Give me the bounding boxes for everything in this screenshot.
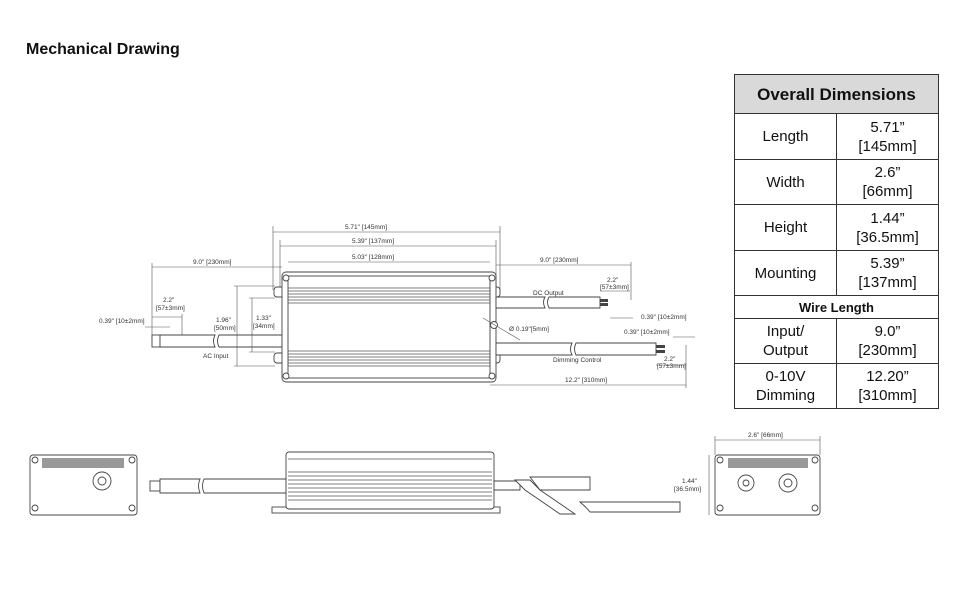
end-height-mm: [36.5mm] <box>674 486 701 493</box>
table-row: Width 2.6” [66mm] <box>734 159 939 205</box>
dim-mounting-length: 5.39" [137mm] <box>352 238 394 245</box>
ac-strip-in: 2.2" <box>163 297 175 304</box>
dim-body-length: 5.03" [128mm] <box>352 254 394 261</box>
table-row: Length 5.71”[145mm] <box>734 113 939 160</box>
table-header: Overall Dimensions <box>734 74 939 114</box>
value-in: 9.0” <box>874 323 901 340</box>
table-row: Input/Output 9.0” [230mm] <box>734 318 939 364</box>
value-mm: [230mm] <box>858 342 917 359</box>
dc-output-label: DC Output <box>533 290 564 297</box>
end-width: 2.6" [66mm] <box>748 432 783 439</box>
overall-dimensions-table: Overall Dimensions Length 5.71”[145mm] W… <box>734 74 939 409</box>
dim-dimming-wire: 12.2" [310mm] <box>565 377 607 384</box>
dim-ac-wire: 9.0" [230mm] <box>193 259 232 266</box>
ac-strip-end: 0.39" [10±2mm] <box>99 318 145 325</box>
ac-input-label: AC Input <box>203 353 228 360</box>
side-view <box>149 451 681 515</box>
value-mm: [310mm] <box>858 387 917 404</box>
row-value: 12.20” [310mm] <box>836 363 939 409</box>
label-line: Input/ <box>766 323 805 340</box>
value-in: 5.71” <box>870 118 905 136</box>
label-line: Dimming <box>755 387 816 404</box>
row-label: Mounting <box>734 250 837 296</box>
end-height-in: 1.44" <box>682 478 698 485</box>
value-in: 5.39” <box>870 255 905 272</box>
dim-strip-in: 2.2" <box>664 356 676 363</box>
value-in: 2.6” <box>874 164 901 181</box>
table-row: 0-10V Dimming 12.20” [310mm] <box>734 363 939 409</box>
height-mount-in: 1.33" <box>256 315 272 322</box>
row-label: Width <box>734 159 837 205</box>
row-label: 0-10V Dimming <box>734 363 837 409</box>
page-title: Mechanical Drawing <box>26 41 180 58</box>
value-mm: [36.5mm] <box>856 228 919 246</box>
right-end-view: 2.6" [66mm] 1.44" [36.5mm] <box>674 432 821 516</box>
left-end-view <box>29 454 138 516</box>
value-mm: [66mm] <box>862 183 913 200</box>
wire-length-subheader: Wire Length <box>734 295 939 319</box>
table-row: Height 1.44”[36.5mm] <box>734 204 939 251</box>
height-total-mm: [50mm] <box>214 325 236 332</box>
row-value: 1.44”[36.5mm] <box>836 204 939 251</box>
dim-overall-length: 5.71" [145mm] <box>345 224 387 231</box>
value-mm: [137mm] <box>858 274 917 291</box>
row-value: 2.6” [66mm] <box>836 159 939 205</box>
table-row: Mounting 5.39” [137mm] <box>734 250 939 296</box>
row-label: Input/Output <box>734 318 837 364</box>
dim-dc-wire: 9.0" [230mm] <box>540 257 579 264</box>
dimming-control-label: Dimming Control <box>553 357 602 364</box>
dc-strip-end: 0.39" [10±2mm] <box>641 314 687 321</box>
label-line: 0-10V <box>765 368 806 385</box>
label-line: Output <box>762 342 809 359</box>
hole-diameter: Ø 0.19"[5mm] <box>509 326 549 333</box>
dim-strip-end: 0.39" [10±2mm] <box>624 329 670 336</box>
height-total-in: 1.96" <box>216 317 232 324</box>
dim-strip-mm: [57±3mm] <box>657 363 686 370</box>
top-view: 5.71" [145mm] 5.39" [137mm] 5.03" [128mm… <box>99 224 695 388</box>
height-mount-mm: [34mm] <box>253 323 275 330</box>
dc-strip-mm: [57±3mm] <box>600 284 629 291</box>
value-in: 1.44” <box>870 209 905 227</box>
value-in: 12.20” <box>866 368 909 385</box>
ac-strip-mm: [57±3mm] <box>156 305 185 312</box>
row-value: 9.0” [230mm] <box>836 318 939 364</box>
row-label: Height <box>734 204 837 251</box>
row-value: 5.39” [137mm] <box>836 250 939 296</box>
value-mm: [145mm] <box>858 137 917 155</box>
dc-strip-in: 2.2" <box>607 277 619 284</box>
row-value: 5.71”[145mm] <box>836 113 939 160</box>
row-label: Length <box>734 113 837 160</box>
